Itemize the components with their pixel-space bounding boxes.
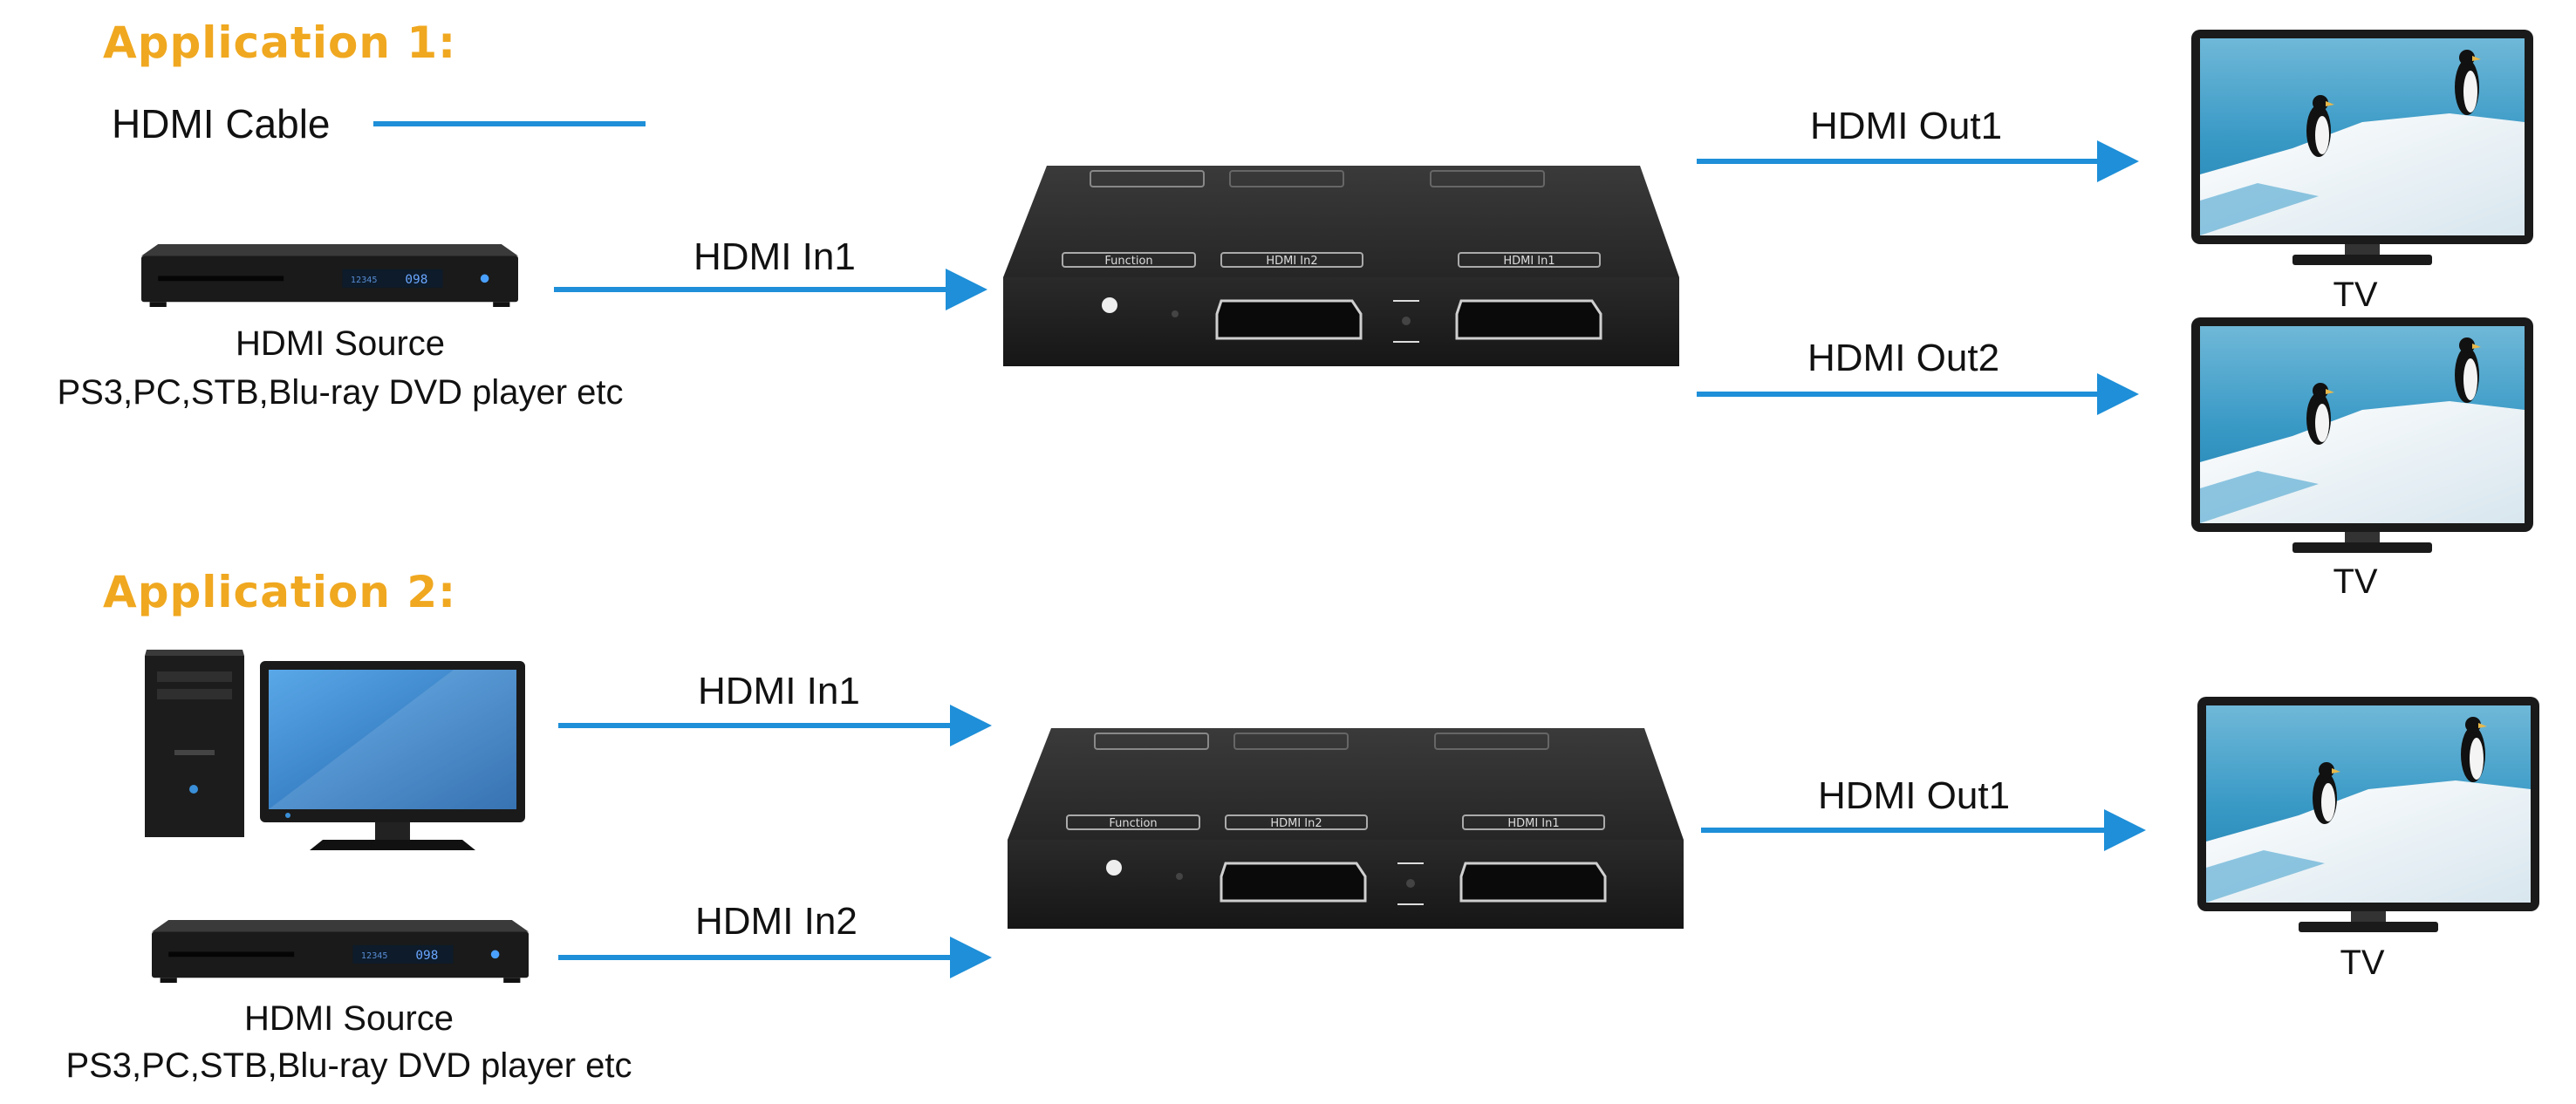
legend-label: HDMI Cable: [112, 101, 331, 147]
input-label-in2: HDMI In2: [695, 900, 858, 943]
hdmi-splitter-device: Function HDMI In2 HDMI In1: [1003, 166, 1679, 366]
svg-text:Function: Function: [1109, 817, 1157, 830]
svg-text:HDMI In2: HDMI In2: [1270, 817, 1322, 830]
svg-text:Function: Function: [1104, 255, 1152, 268]
output-label-out1: HDMI Out1: [1810, 105, 2003, 147]
monitor-icon: [260, 661, 525, 850]
source-label: HDMI Source: [235, 324, 446, 363]
tv-icon: [2197, 697, 2539, 932]
tv-icon: [2191, 317, 2533, 553]
dvd-player-icon: [152, 920, 529, 983]
application-2-title: Application 2:: [103, 567, 457, 617]
source-sublabel: PS3,PC,STB,Blu-ray DVD player etc: [65, 1046, 632, 1085]
hdmi-splitter-device: Function HDMI In2 HDMI In1: [1008, 728, 1684, 929]
svg-text:HDMI In2: HDMI In2: [1266, 255, 1317, 268]
tv-label: TV: [2333, 562, 2378, 601]
tv-icon: [2191, 30, 2533, 265]
source-sublabel: PS3,PC,STB,Blu-ray DVD player etc: [57, 373, 624, 412]
output-label-out2: HDMI Out2: [1807, 337, 2000, 379]
application-1-title: Application 1:: [103, 17, 457, 68]
tv-label: TV: [2340, 944, 2385, 982]
input-label-in1: HDMI In1: [694, 235, 856, 278]
svg-text:HDMI In1: HDMI In1: [1503, 255, 1554, 268]
tv-label: TV: [2333, 276, 2378, 314]
dvd-player-icon: [141, 244, 518, 307]
svg-text:HDMI In1: HDMI In1: [1507, 817, 1559, 830]
source-label: HDMI Source: [243, 999, 454, 1038]
pc-tower-icon: [145, 650, 244, 837]
input-label-in1: HDMI In1: [698, 670, 860, 712]
output-label-out1: HDMI Out1: [1818, 774, 2011, 817]
